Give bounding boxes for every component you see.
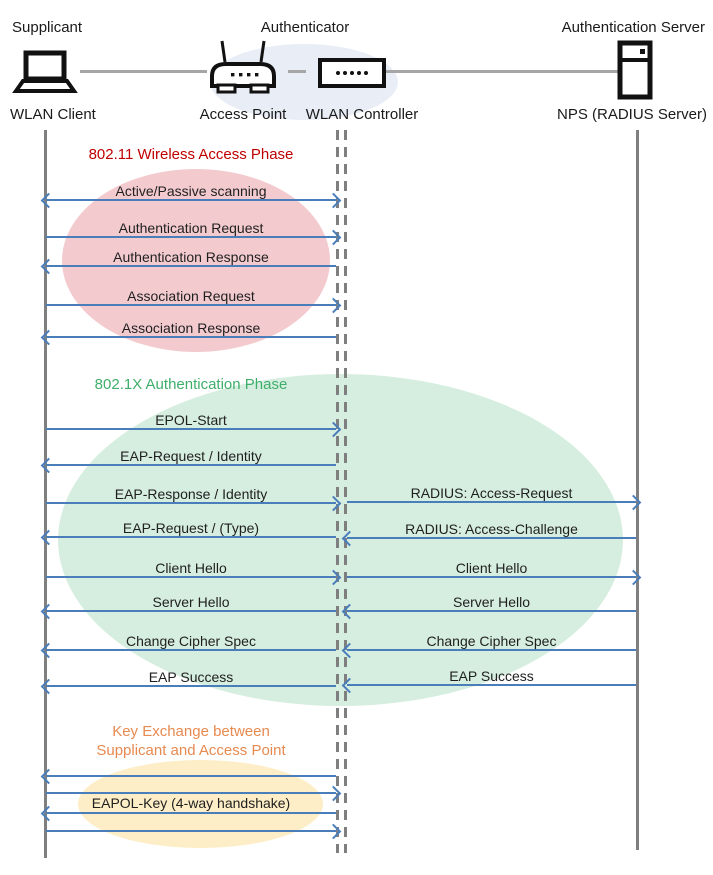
message-label: EAP-Request / (Type) [122,520,260,536]
message-label: EAPOL-Key (4-way handshake) [91,795,291,811]
message-arrow [40,768,336,785]
lifeline-wlan-client [44,130,47,858]
phase1-title: 802.11 Wireless Access Phase [88,146,294,163]
message-label: Authentication Response [113,249,269,265]
message-label: EAP-Request / Identity [120,448,262,464]
message-arrow [347,494,642,511]
node-label-wlan-client: WLAN Client [10,106,96,123]
lifeline-wlan-controller-dashed [336,130,339,853]
message-label: Server Hello [152,594,230,610]
message-label: Change Cipher Spec [126,633,256,649]
message-label: EAP Success [449,668,534,684]
message-arrow [46,495,342,512]
message-label: RADIUS: Access-Request [410,485,573,501]
message-arrow [46,785,342,802]
message-label: Authentication Request [118,220,264,236]
message-arrow [40,329,336,346]
message-arrow [40,642,336,659]
message-arrow [46,823,342,840]
message-label: EPOL-Start [155,412,227,428]
message-arrow [40,603,336,620]
wlan-controller-icon [318,58,386,88]
message-label: RADIUS: Access-Challenge [405,521,578,537]
phase3-title-line1: Key Exchange between [112,723,270,740]
message-arrow [40,805,336,822]
connector-line [288,70,306,73]
message-label: Active/Passive scanning [115,183,267,199]
phase2-title: 802.1X Authentication Phase [94,376,288,393]
message-arrow [46,569,342,586]
message-label: Change Cipher Spec [426,633,557,649]
message-arrow [341,677,636,694]
message-arrow [46,421,342,438]
message-arrow [40,258,336,275]
message-arrow [341,603,636,620]
phase3-ellipse [78,760,323,848]
phase3-title: Key Exchange between Supplicant and Acce… [46,722,336,760]
connector-line [386,70,618,73]
phase3-title-line2: Supplicant and Access Point [96,742,286,759]
message-arrow [46,297,342,314]
role-label-supplicant: Supplicant [12,19,83,36]
message-arrow [46,229,342,246]
message-arrow [40,457,336,474]
message-label: Client Hello [155,560,227,576]
message-arrow [341,530,636,547]
message-arrow [40,678,336,695]
access-point-icon [207,38,279,96]
message-arrow [40,529,336,546]
message-label: Client Hello [455,560,528,576]
role-label-authenticator: Authenticator [260,19,350,36]
message-arrow [347,569,642,586]
message-label: Association Request [127,288,255,304]
message-arrow [40,192,342,209]
server-icon [617,40,653,100]
node-label-nps: NPS (RADIUS Server) [556,106,708,123]
lifeline-wlan-controller-dashed [344,130,347,853]
connector-line [80,70,207,73]
message-label: Server Hello [452,594,531,610]
message-label: EAP Success [148,669,234,685]
message-arrow [341,642,636,659]
node-label-access-point: Access Point [199,106,287,123]
message-label: Association Response [121,320,261,336]
lifeline-nps [636,130,639,850]
message-label: EAP-Response / Identity [114,486,268,502]
laptop-icon [10,50,80,98]
role-label-auth-server: Authentication Server [561,19,705,36]
node-label-wlan-controller: WLAN Controller [305,106,419,123]
